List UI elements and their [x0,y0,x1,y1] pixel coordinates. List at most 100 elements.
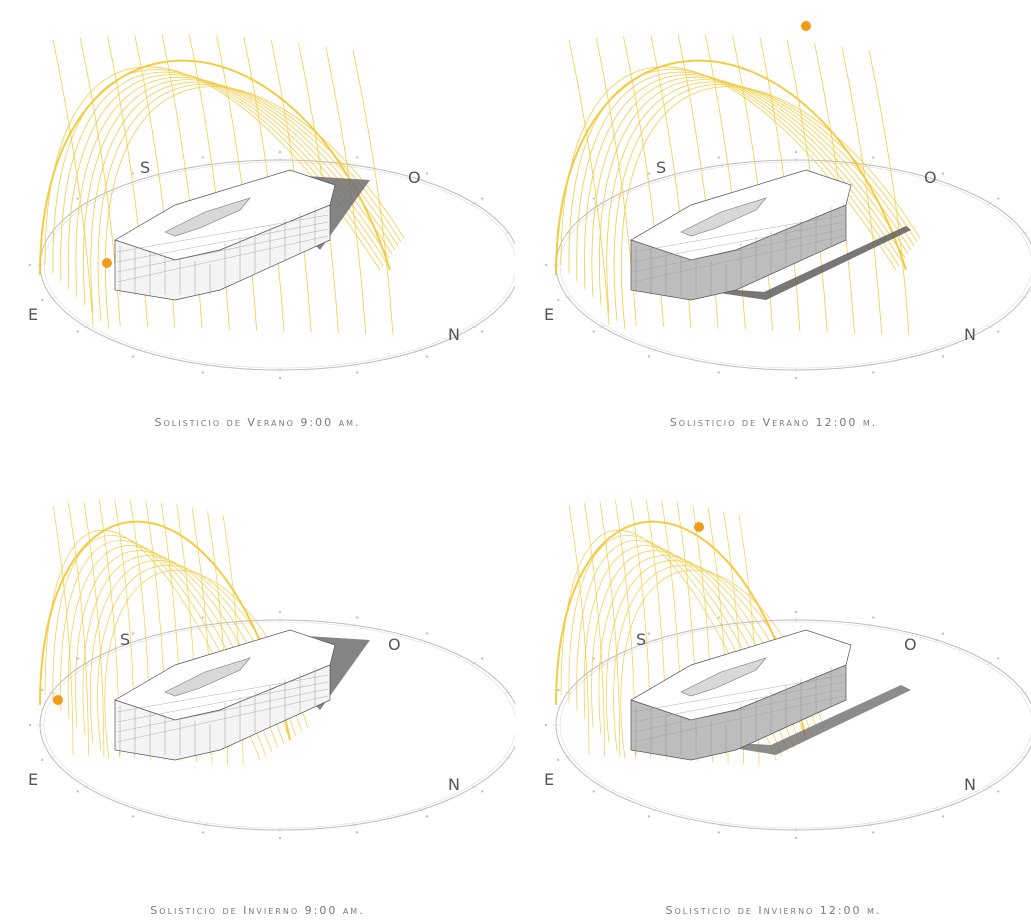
sunpath-arc [104,86,405,330]
ring-tick-dot [131,632,135,635]
ring-tick-dot [131,172,135,175]
facade-floor-line [632,228,845,273]
sun-marker [694,522,704,532]
ring-tick-dot [201,616,204,619]
facade-floor-line [116,214,329,253]
sun-marker [102,258,112,268]
ring-tick-dot [278,836,282,840]
ring-tick-dot [794,610,798,614]
ring-tick [935,348,940,352]
ring-tick [652,178,657,182]
ring-tick-dot [76,790,79,793]
hour-line [52,504,74,756]
panel-caption: Solisticio de Verano 9:00 am. [154,416,361,429]
ring-tick [471,785,477,789]
ring-tick [471,201,477,205]
facade-floor-line [632,221,845,263]
cardinal-n: N [964,325,976,344]
ring-tick-dot [794,376,798,380]
ring-tick [599,325,605,329]
cardinal-o: O [924,168,937,187]
sunpath-diagram: S O E N [544,21,1031,380]
ring-tick-dot [278,150,282,154]
hour-line [599,501,621,757]
sunpath-outer-arc [555,59,907,276]
ring-tick [419,808,424,812]
building [630,169,911,301]
building-shadow [686,685,911,755]
ring-tick [419,638,424,642]
ring-tick-dot [28,263,32,267]
ring-tick [868,623,872,628]
ring-tick-dot [717,156,720,159]
ring-tick-dot [76,197,79,200]
sunpath-dome [39,34,405,336]
sun-marker [53,695,63,705]
facade-floor-line [116,688,329,733]
facade-floor-line [116,221,329,263]
ring-tick [352,822,356,827]
facade-floor-line [116,228,329,273]
ring-tick [1021,231,1028,234]
cardinal-s: S [656,158,666,177]
ring-tick-dot [941,632,945,635]
ring-tick-dot [557,688,560,692]
ring-tick [720,822,724,827]
hour-line [68,503,89,756]
ring-tick [48,756,55,759]
ring-tick [564,296,571,299]
hour-line [584,503,605,756]
ring-tick [48,296,55,299]
ring-tick [987,325,993,329]
building-skylight [164,197,251,237]
sunpath-dome [555,34,921,336]
hour-line [216,35,258,331]
ring-tick-dot [647,172,651,175]
sunpath-arc [52,535,267,757]
ring-tick-dot [131,355,135,358]
facade-floor-line [116,235,329,283]
facade-floor-line [116,674,329,713]
sunpath-outer-arc [555,520,807,741]
building [114,169,370,301]
building-skylight [680,657,767,697]
facade-floor-line [116,681,329,723]
ring-tick [720,362,724,367]
cardinal-e: E [544,305,554,324]
ring-tick-dot [356,371,359,374]
facade-floor-line [632,214,845,253]
panel-caption: Solisticio de Invierno 12:00 m. [665,904,882,917]
ring-tick-dot [425,815,429,818]
ring-tick [652,638,657,642]
cardinal-n: N [448,325,460,344]
ring-tick [564,691,571,694]
ring-tick-dot [356,831,359,834]
sunpath-arc [75,76,393,298]
sunpath-arc [620,86,921,330]
building-skylight [680,197,767,237]
ring-tick-dot [592,197,595,200]
ring-tick [204,163,208,168]
cardinal-s: S [636,630,646,649]
sunpath-outer-arc [39,520,291,741]
sunpath-arc [568,69,900,274]
hour-line [52,39,94,326]
ring-tick-dot [425,172,429,175]
ring-tick [505,231,512,234]
ring-tick [352,362,356,367]
cardinal-o: O [904,635,917,654]
ring-tick-dot [201,156,204,159]
building-shadow [666,226,911,300]
ring-tick [505,296,512,299]
ring-tick [935,808,940,812]
ring-tick-dot [872,156,875,159]
ring-tick-dot [481,790,484,793]
cardinal-o: O [388,635,401,654]
ring-tick-dot [131,815,135,818]
ring-tick [935,638,940,642]
ring-tick-dot [481,197,484,200]
ring-tick [136,178,141,182]
sunpath-arc [67,74,390,290]
